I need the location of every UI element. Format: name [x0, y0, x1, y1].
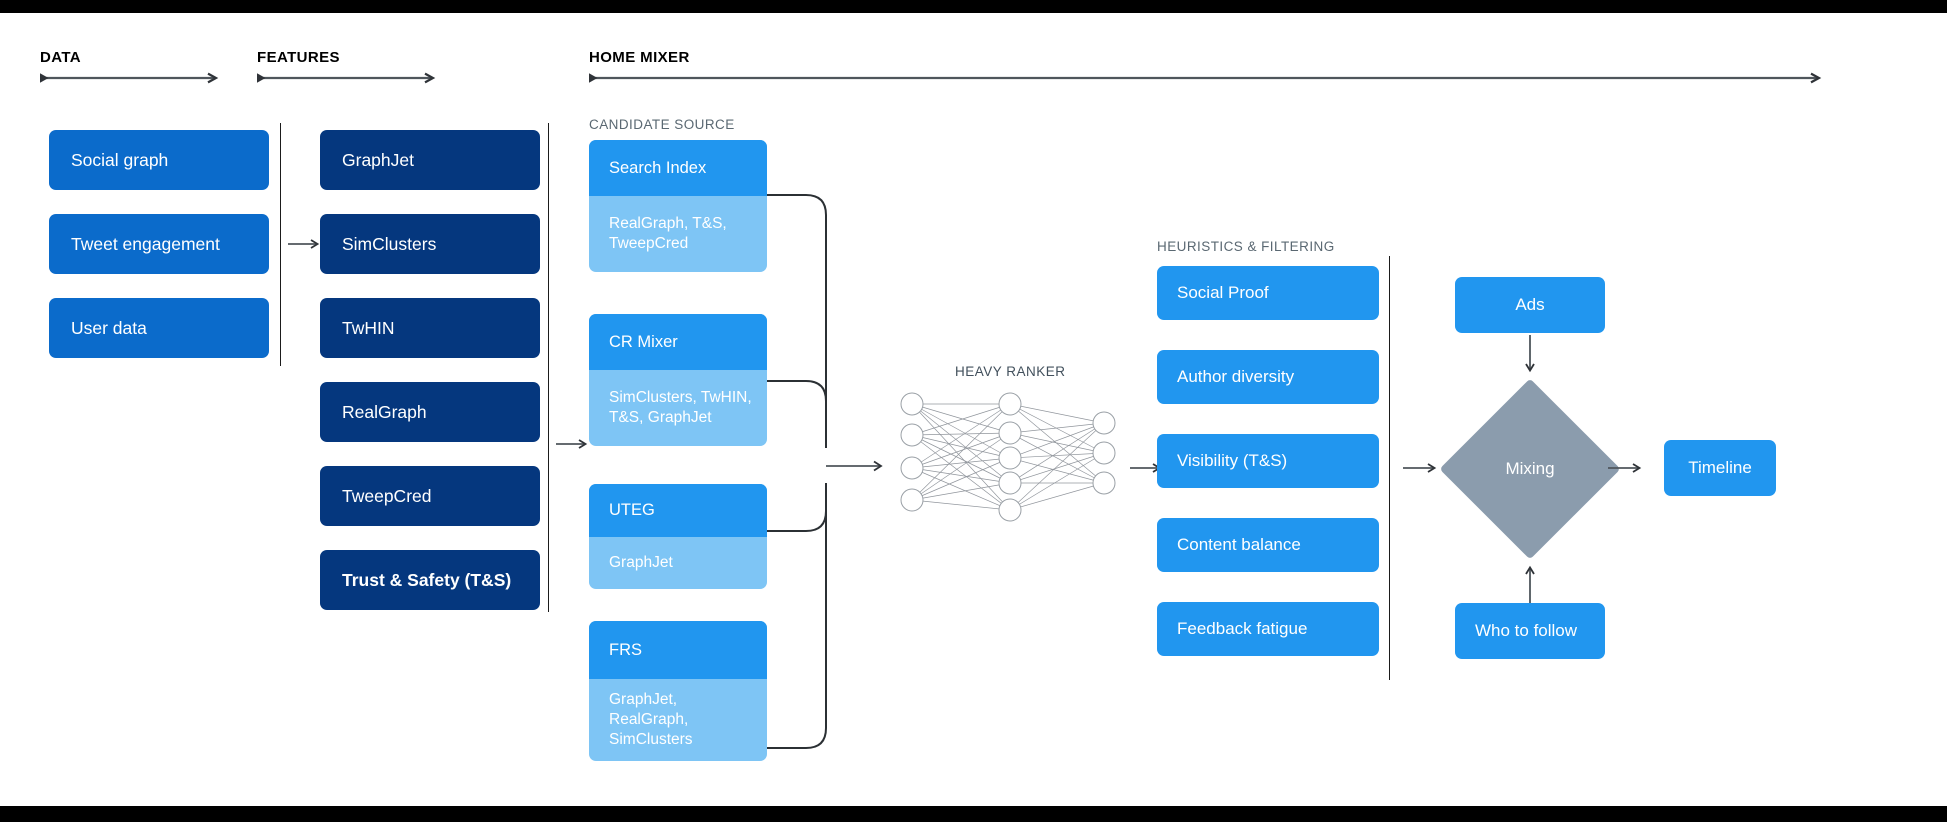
feature-node-label: TweepCred	[342, 485, 432, 506]
neural-network-graphic	[900, 392, 1116, 522]
output-node-ads[interactable]: Ads	[1455, 277, 1605, 333]
heuristic-node-label: Social Proof	[1177, 283, 1269, 302]
candidate-source-card-cr-mixer[interactable]: CR Mixer SimClusters, TwHIN, T&S, GraphJ…	[589, 314, 767, 446]
subsection-title-candidate-source: CANDIDATE SOURCE	[589, 117, 735, 132]
mixing-diamond-label: Mixing	[1505, 459, 1555, 478]
data-node-label: User data	[71, 317, 147, 338]
heuristic-node-author-diversity[interactable]: Author diversity	[1157, 350, 1379, 404]
feature-node-realgraph[interactable]: RealGraph	[320, 382, 540, 442]
heuristic-node-feedback-fatigue[interactable]: Feedback fatigue	[1157, 602, 1379, 656]
heuristic-node-content-balance[interactable]: Content balance	[1157, 518, 1379, 572]
section-title-data: DATA	[40, 49, 82, 66]
output-node-label: Ads	[1515, 295, 1545, 314]
section-title-home-mixer: HOME MIXER	[589, 49, 690, 66]
heuristic-node-label: Author diversity	[1177, 367, 1295, 386]
feature-node-label: RealGraph	[342, 401, 427, 422]
arrow-heuristics-to-mixing	[1403, 463, 1437, 473]
heuristic-node-label: Feedback fatigue	[1177, 619, 1308, 638]
section-arrow-data	[40, 72, 219, 84]
candidate-source-name: Search Index	[589, 140, 767, 196]
feature-node-twhin[interactable]: TwHIN	[320, 298, 540, 358]
arrow-who-to-follow-to-mixing	[1525, 565, 1535, 603]
data-node-social-graph[interactable]: Social graph	[49, 130, 269, 190]
feature-node-label: TwHIN	[342, 317, 395, 338]
output-node-label: Timeline	[1688, 458, 1752, 477]
connector-candidates-to-ranker	[767, 194, 883, 749]
arrow-data-to-features	[288, 239, 320, 249]
arrow-ads-to-mixing	[1525, 335, 1535, 373]
data-node-label: Social graph	[71, 149, 169, 170]
heuristic-node-label: Content balance	[1177, 535, 1301, 554]
candidate-source-features: GraphJet	[609, 554, 673, 572]
subsection-title-heuristics: HEURISTICS & FILTERING	[1157, 239, 1335, 254]
section-title-features: FEATURES	[257, 49, 340, 66]
divider-heuristics-output	[1389, 256, 1391, 680]
candidate-source-features: SimClusters, TwHIN, T&S, GraphJet	[609, 389, 752, 426]
feature-node-simclusters[interactable]: SimClusters	[320, 214, 540, 274]
diagram-canvas: DATA FEATURES HOME MIXER Social graph Tw…	[0, 13, 1947, 806]
output-node-timeline[interactable]: Timeline	[1664, 440, 1776, 496]
data-node-user-data[interactable]: User data	[49, 298, 269, 358]
candidate-source-features: RealGraph, T&S, TweepCred	[609, 215, 727, 252]
arrow-features-to-candidates	[556, 439, 588, 449]
output-node-label: Who to follow	[1475, 621, 1578, 640]
candidate-source-name: UTEG	[589, 484, 767, 537]
feature-node-trust-safety[interactable]: Trust & Safety (T&S)	[320, 550, 540, 610]
candidate-source-name: FRS	[589, 621, 767, 679]
candidate-source-card-frs[interactable]: FRS GraphJet, RealGraph, SimClusters	[589, 621, 767, 761]
feature-node-label: GraphJet	[342, 149, 414, 170]
heuristic-node-label: Visibility (T&S)	[1177, 451, 1288, 470]
candidate-source-card-uteg[interactable]: UTEG GraphJet	[589, 484, 767, 589]
feature-node-label: Trust & Safety (T&S)	[342, 569, 512, 590]
data-node-tweet-engagement[interactable]: Tweet engagement	[49, 214, 269, 274]
feature-node-tweepcred[interactable]: TweepCred	[320, 466, 540, 526]
section-arrow-home-mixer	[589, 72, 1822, 84]
heuristic-node-visibility[interactable]: Visibility (T&S)	[1157, 434, 1379, 488]
candidate-source-name: CR Mixer	[589, 314, 767, 370]
divider-features-mixer	[548, 123, 550, 612]
subsection-title-heavy-ranker: HEAVY RANKER	[955, 364, 1066, 379]
divider-data-features	[280, 123, 282, 366]
section-arrow-features	[257, 72, 436, 84]
arrow-mixing-to-timeline	[1608, 463, 1642, 473]
candidate-source-card-search-index[interactable]: Search Index RealGraph, T&S, TweepCred	[589, 140, 767, 272]
heuristic-node-social-proof[interactable]: Social Proof	[1157, 266, 1379, 320]
feature-node-graphjet[interactable]: GraphJet	[320, 130, 540, 190]
feature-node-label: SimClusters	[342, 233, 437, 254]
candidate-source-features: GraphJet, RealGraph, SimClusters	[609, 691, 693, 748]
data-node-label: Tweet engagement	[71, 233, 220, 254]
output-node-who-to-follow[interactable]: Who to follow	[1455, 603, 1605, 659]
